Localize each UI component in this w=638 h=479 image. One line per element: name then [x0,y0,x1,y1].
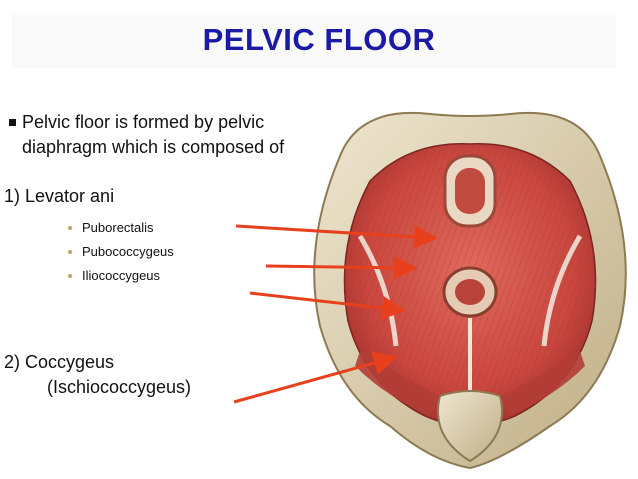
title-band [12,14,616,68]
subitem-iliococcygeus: Iliococcygeus [82,268,161,283]
intro-text: Pelvic floor is formed by pelvic diaphra… [22,112,285,157]
bullet-dot-icon [68,226,72,230]
coccyx-bone [437,390,503,463]
item-levator-ani: 1) Levator ani [4,186,115,206]
list-item: Iliococcygeus [68,264,174,288]
bullet-dot-icon [68,250,72,254]
subitem-pubococcygeus: Pubococcygeus [82,244,174,259]
list-item: Puborectalis [68,216,174,240]
intro-bullet: Pelvic floor is formed by pelvic diaphra… [9,110,312,160]
levator-ani-sublist: Puborectalis Pubococcygeus Iliococcygeus [68,216,174,288]
slide-title: PELVIC FLOOR [202,22,436,57]
subitem-puborectalis: Puborectalis [82,220,154,235]
bullet-dot-icon [68,274,72,278]
item-coccygeus-alt: (Ischiococcygeus) [47,377,192,397]
pelvic-floor-illustration [313,112,627,470]
item-coccygeus: 2) Coccygeus [4,352,115,372]
square-bullet-icon [9,119,16,126]
list-item: Pubococcygeus [68,240,174,264]
